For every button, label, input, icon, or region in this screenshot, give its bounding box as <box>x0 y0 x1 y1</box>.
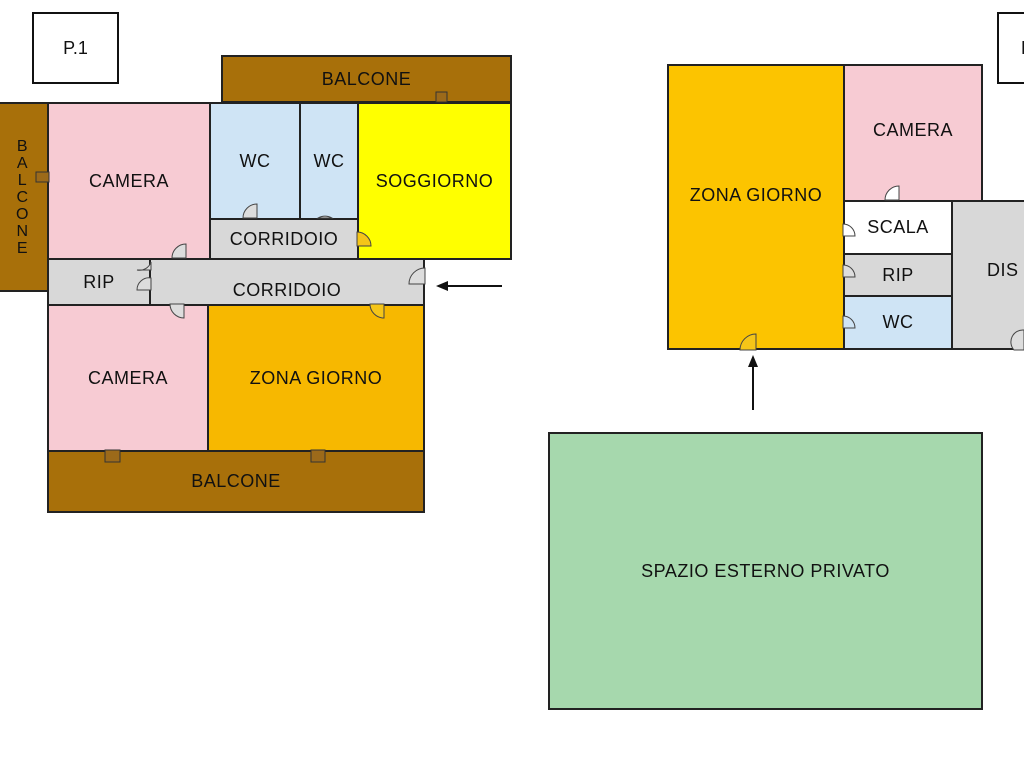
floor-label-p1: P.1 <box>32 12 119 84</box>
room-balcone-top: BALCONE <box>221 55 512 103</box>
room-rip-p0: RIP <box>843 253 953 297</box>
room-corridoio-small: CORRIDOIO <box>209 218 359 260</box>
room-wc-1: WC <box>209 102 301 220</box>
room-balcone-bottom: BALCONE <box>47 450 425 513</box>
room-rip: RIP <box>47 258 151 306</box>
floor-label-text: P.1 <box>63 37 88 58</box>
room-soggiorno: SOGGIORNO <box>357 102 512 260</box>
floor-label-text: P <box>1021 38 1024 59</box>
room-corridoio-main: CORRIDOIO <box>149 258 425 306</box>
floor-label-p0: P <box>997 12 1024 84</box>
room-camera-p0: CAMERA <box>843 64 983 202</box>
room-camera-top: CAMERA <box>47 102 211 260</box>
room-zona-giorno-p0: ZONA GIORNO <box>667 64 845 350</box>
room-camera-bottom: CAMERA <box>47 304 209 452</box>
arrow-entrance-p1-head <box>436 281 448 291</box>
room-balcone-left: B A L C O N E <box>0 102 49 292</box>
room-dis: DIS <box>951 200 1024 350</box>
room-scala: SCALA <box>843 200 953 255</box>
arrow-entrance-p0-head <box>748 355 758 367</box>
room-wc-p0: WC <box>843 295 953 350</box>
room-wc-2: WC <box>299 102 359 220</box>
room-zona-giorno: ZONA GIORNO <box>207 304 425 452</box>
room-spazio-esterno: SPAZIO ESTERNO PRIVATO <box>548 432 983 710</box>
